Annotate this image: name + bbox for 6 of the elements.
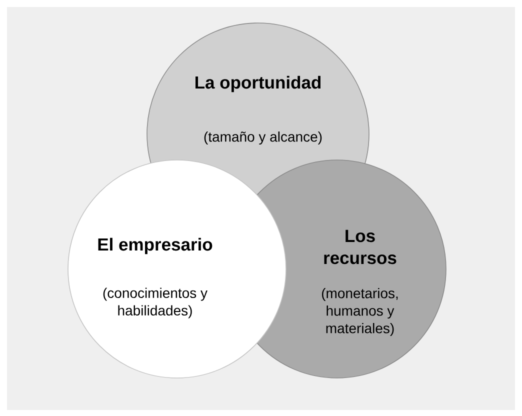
circle-note: (tamaño y alcance)	[204, 131, 322, 145]
circle-note: (conocimientos y habilidades)	[103, 288, 208, 318]
circle-note: (monetarios, humanos y materiales)	[322, 288, 398, 336]
circle-title: Los recursos	[324, 230, 396, 264]
circle-title: El empresario	[98, 238, 212, 254]
circle-title: La oportunidad	[196, 76, 321, 92]
